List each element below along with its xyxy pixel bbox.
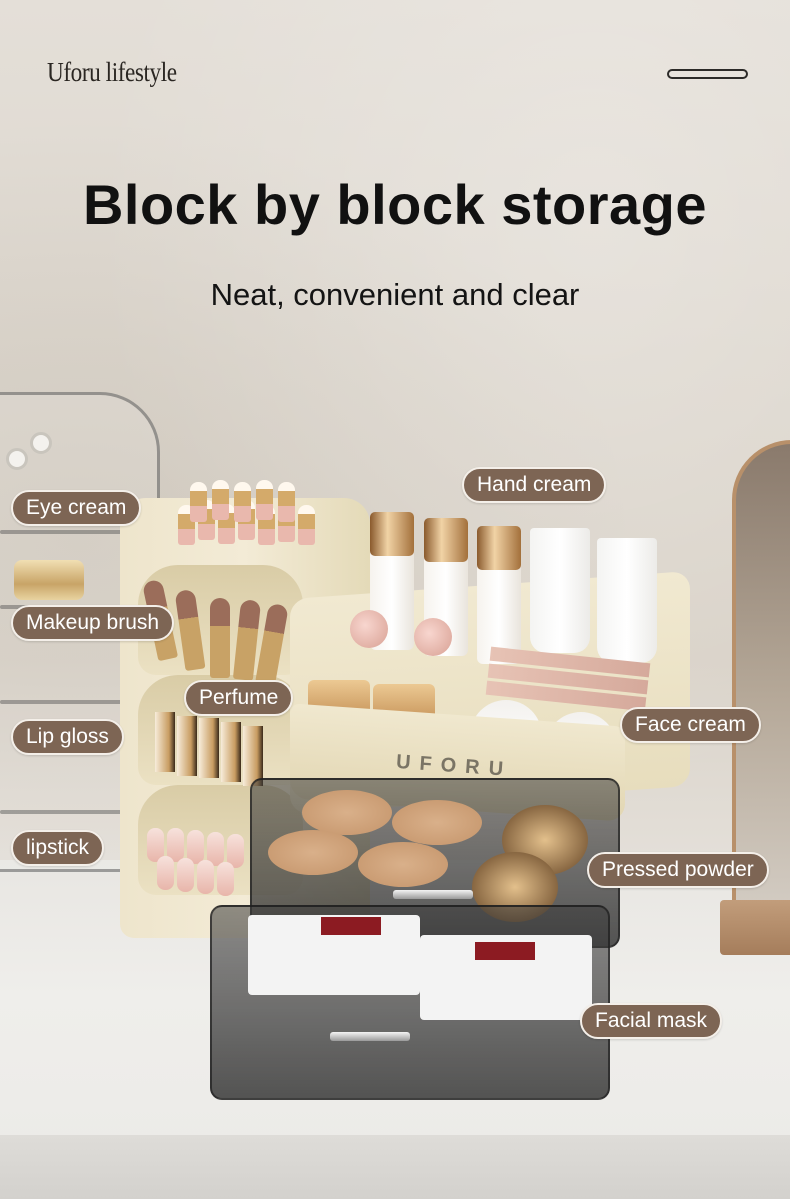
label-face-cream: Face cream	[620, 707, 761, 743]
drawer-handle-bottom	[330, 1032, 410, 1041]
label-eye-cream: Eye cream	[11, 490, 142, 526]
label-facial-mask: Facial mask	[580, 1003, 723, 1039]
label-makeup-brush: Makeup brush	[11, 605, 175, 641]
page-title: Block by block storage	[82, 173, 708, 236]
label-lipstick: lipstick	[11, 830, 105, 866]
menu-bar-icon[interactable]	[667, 69, 748, 79]
label-lip-gloss: Lip gloss	[11, 719, 124, 755]
label-pressed-powder: Pressed powder	[587, 852, 769, 888]
drawer-handle-top	[393, 890, 473, 899]
brand-logo: Uforu lifestyle	[47, 57, 177, 87]
label-hand-cream: Hand cream	[462, 467, 607, 503]
table-edge	[0, 1135, 790, 1199]
label-perfume: Perfume	[184, 680, 294, 716]
page-subtitle: Neat, convenient and clear	[210, 277, 580, 312]
